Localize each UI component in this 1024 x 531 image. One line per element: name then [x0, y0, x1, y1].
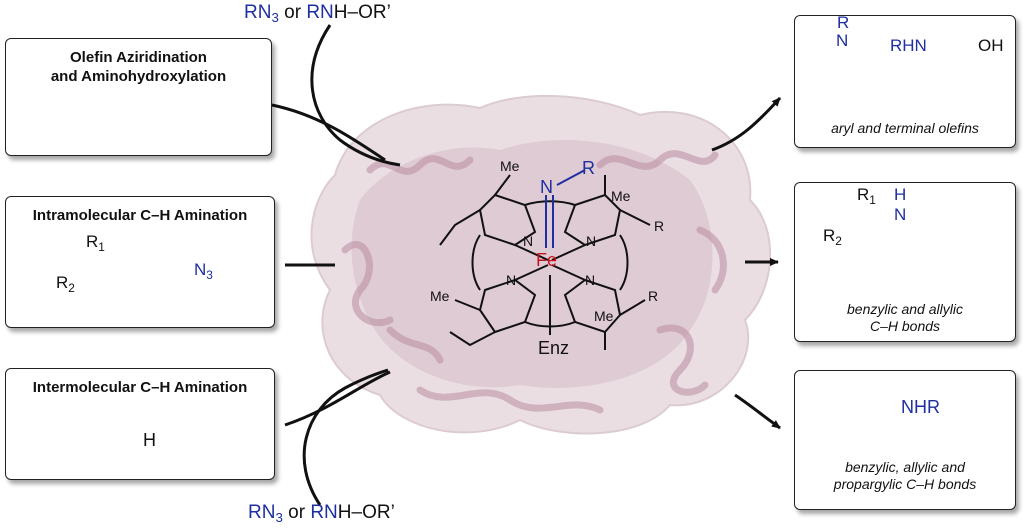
aziridination-product-box: R N RHN OH aryl and terminal olefins [794, 13, 1016, 148]
intramolecular-amination-box: Intramolecular C–H Amination R1 R2 N3 [5, 196, 275, 328]
label-r1: R1 [86, 232, 105, 254]
porphyrin-n-label-3: N [506, 272, 517, 288]
iron-label: Fe [536, 250, 558, 270]
olefin-aziridination-box: Olefin Aziridination and Aminohydroxylat… [5, 38, 272, 156]
arrow-from-olefin-box [271, 103, 386, 162]
reagent-label-top: RN3 or RNH–OR’ [244, 2, 391, 25]
label-n3: N3 [194, 260, 213, 282]
intermolecular-amination-box: Intermolecular C–H Amination H [5, 368, 275, 480]
protein-ribbons [341, 150, 727, 414]
enzyme-label: Enz [538, 338, 570, 358]
fe-n-double-bond [545, 169, 586, 248]
arrow-top-reagent [310, 24, 401, 167]
box-title: Intramolecular C–H Amination [32, 207, 248, 224]
caption: aryl and terminal olefins [831, 120, 979, 136]
label-rhn: RHN [890, 36, 927, 55]
porphyrin-structure [439, 174, 651, 350]
label-n: N [894, 205, 907, 224]
methyl-label-3: Me [430, 288, 450, 304]
arrow-from-inter-box [284, 370, 391, 427]
methyl-label-2: Me [611, 188, 631, 204]
substituent-r-label-2: R [648, 288, 659, 304]
arrow-bottom-reagent [302, 368, 389, 506]
methyl-label-4: Me [594, 308, 614, 324]
arrow-to-intermolecular [734, 393, 781, 430]
caption: benzylic and allylic C–H bonds [847, 301, 963, 334]
label-r: R [837, 13, 850, 32]
arrow-to-aziridine [711, 96, 782, 152]
nitrene-n-label: N [540, 177, 553, 197]
porphyrin-n-label-4: N [585, 272, 596, 288]
porphyrin-n-label-1: N [523, 233, 534, 249]
box-title: Olefin Aziridination and Aminohydroxylat… [50, 49, 227, 85]
arrows [271, 24, 782, 506]
caption: benzylic, allylic and propargylic C–H bo… [833, 459, 977, 492]
label-oh: OH [978, 36, 1004, 55]
label-h: H [894, 185, 907, 204]
label-r2: R2 [56, 273, 75, 295]
porphyrin-n-label-2: N [586, 233, 597, 249]
reagent-label-bottom: RN3 or RNH–OR’ [248, 502, 395, 525]
intramolecular-product-box: R1 H N R2 benzylic and allylic C–H bonds [794, 182, 1016, 342]
label-r1: R1 [857, 185, 876, 207]
label-nhr: NHR [901, 397, 940, 417]
label-r2: R2 [823, 226, 842, 248]
label-n: N [836, 31, 849, 50]
label-h: H [143, 430, 156, 450]
intermolecular-product-box: NHR benzylic, allylic and propargylic C–… [794, 370, 1016, 510]
substituent-r-label-1: R [654, 218, 665, 234]
box-title: Intermolecular C–H Amination [32, 379, 248, 396]
nitrene-r-label: R [582, 158, 595, 178]
methyl-label-1: Me [500, 158, 520, 174]
